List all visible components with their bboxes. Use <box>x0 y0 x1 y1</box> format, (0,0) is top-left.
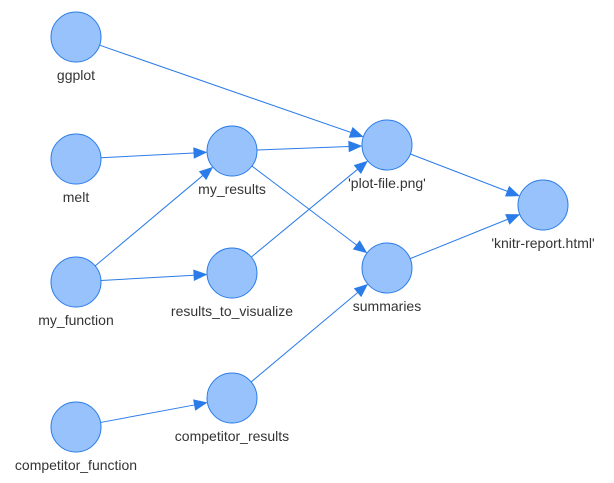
edge-line <box>251 165 357 246</box>
node-circle[interactable] <box>50 401 102 453</box>
edge-my_function-to-my_results[interactable] <box>94 166 214 267</box>
node-label: 'plot-file.png' <box>348 175 426 191</box>
edge-line <box>409 218 508 260</box>
edge-arrowhead-icon <box>352 240 368 254</box>
node-label: results_to_visualize <box>171 303 293 319</box>
edge-competitor_results-to-summaries[interactable] <box>250 283 369 383</box>
node-label: my_function <box>38 312 113 328</box>
edge-arrowhead-icon <box>198 166 214 181</box>
edge-melt-to-my_results[interactable] <box>100 147 208 159</box>
node-competitor_function[interactable]: competitor_function <box>15 401 137 473</box>
edge-line <box>100 274 195 282</box>
node-label: 'knitr-report.html' <box>491 235 594 251</box>
node-label: competitor_function <box>15 457 137 473</box>
node-label: ggplot <box>57 67 95 83</box>
edge-arrowhead-icon <box>505 214 521 225</box>
node-ggplot[interactable]: ggplot <box>50 11 102 83</box>
node-my_results[interactable]: my_results <box>198 125 266 197</box>
edge-arrowhead-icon <box>353 283 369 298</box>
edge-arrowhead-icon <box>193 399 208 411</box>
edge-arrowhead-icon <box>353 160 368 174</box>
node-circle[interactable] <box>50 11 102 63</box>
node-circle[interactable] <box>361 242 413 294</box>
edge-arrowhead-icon <box>348 140 363 153</box>
node-circle[interactable] <box>206 372 258 424</box>
edge-my_results-to-summaries[interactable] <box>251 165 368 254</box>
node-knitr_report[interactable]: 'knitr-report.html' <box>491 179 595 251</box>
node-circle[interactable] <box>206 247 258 299</box>
node-competitor_results[interactable]: competitor_results <box>175 372 289 444</box>
edge-summaries-to-knitr_report[interactable] <box>409 214 521 260</box>
edge-line <box>94 175 204 267</box>
edge-results_to_visualize-to-plot_file[interactable] <box>250 160 368 258</box>
edge-line <box>100 152 195 159</box>
nodes-layer: ggplot melt my_function competitor_function… <box>15 11 595 473</box>
node-results_to_visualize[interactable]: results_to_visualize <box>171 247 293 319</box>
edge-arrowhead-icon <box>193 147 208 159</box>
node-circle[interactable] <box>206 125 258 177</box>
node-melt[interactable]: melt <box>50 133 102 205</box>
edge-line <box>410 153 508 192</box>
edge-line <box>100 404 195 423</box>
edge-arrowhead-icon <box>193 269 208 281</box>
node-circle[interactable] <box>50 133 102 185</box>
edge-line <box>250 292 359 383</box>
edge-line <box>256 145 350 151</box>
edge-competitor_function-to-competitor_results[interactable] <box>100 399 208 423</box>
node-label: summaries <box>353 298 421 314</box>
edge-my_function-to-results_to_visualize[interactable] <box>100 269 208 282</box>
node-plot_file[interactable]: 'plot-file.png' <box>348 119 426 191</box>
edge-arrowhead-icon <box>505 185 520 197</box>
node-label: competitor_results <box>175 428 289 444</box>
edges-layer <box>94 44 521 423</box>
edge-line <box>99 44 352 134</box>
edge-ggplot-to-plot_file[interactable] <box>99 44 364 138</box>
edge-line <box>250 168 359 258</box>
node-circle[interactable] <box>517 179 569 231</box>
node-circle[interactable] <box>361 119 413 171</box>
edge-plot_file-to-knitr_report[interactable] <box>410 153 520 197</box>
node-label: melt <box>63 189 90 205</box>
node-label: my_results <box>198 181 266 197</box>
edge-arrowhead-icon <box>348 126 364 138</box>
edge-my_results-to-plot_file[interactable] <box>256 140 363 153</box>
node-my_function[interactable]: my_function <box>38 256 114 328</box>
node-circle[interactable] <box>50 256 102 308</box>
node-summaries[interactable]: summaries <box>353 242 421 314</box>
